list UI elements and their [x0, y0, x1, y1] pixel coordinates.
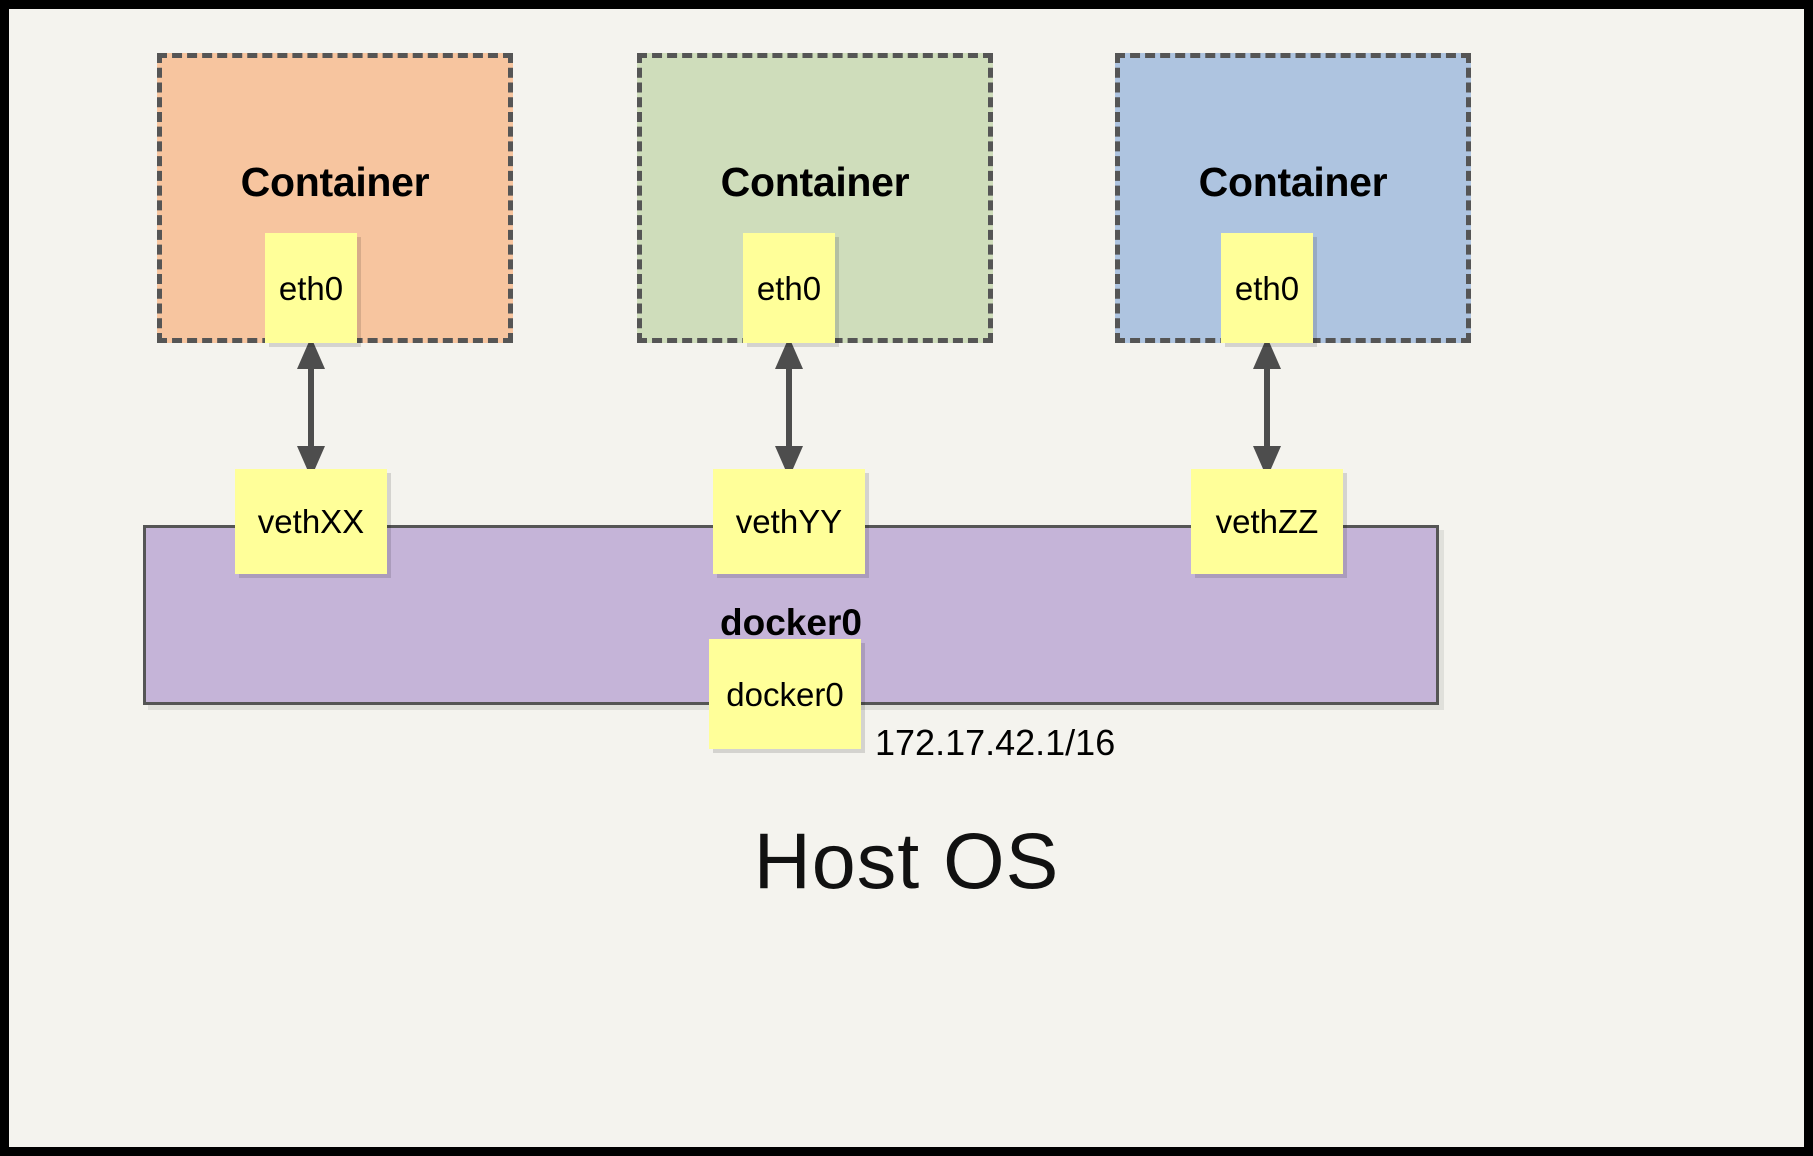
veth-link-arrow-1 [297, 337, 325, 478]
host-os-label: Host OS [753, 816, 1060, 905]
docker0-interface-chip: docker0 [709, 639, 861, 749]
container-title-2: Container [720, 159, 910, 205]
eth0-chip-3: eth0 [1221, 233, 1313, 343]
veth-chip-2: vethYY [713, 469, 865, 574]
host-os-stage: docker0 Container Container Container et… [9, 9, 1804, 1147]
docker0-bridge-label: docker0 [720, 602, 862, 643]
container-title-3: Container [1198, 159, 1388, 205]
eth0-chip-1: eth0 [265, 233, 357, 343]
veth-link-arrow-2 [775, 337, 803, 478]
veth-chip-1: vethXX [235, 469, 387, 574]
container-title-1: Container [240, 159, 430, 205]
docker0-ip-address-label: 172.17.42.1/16 [875, 722, 1116, 763]
veth-chip-3: vethZZ [1191, 469, 1343, 574]
veth-link-arrow-3 [1253, 337, 1281, 478]
eth0-chip-2: eth0 [743, 233, 835, 343]
